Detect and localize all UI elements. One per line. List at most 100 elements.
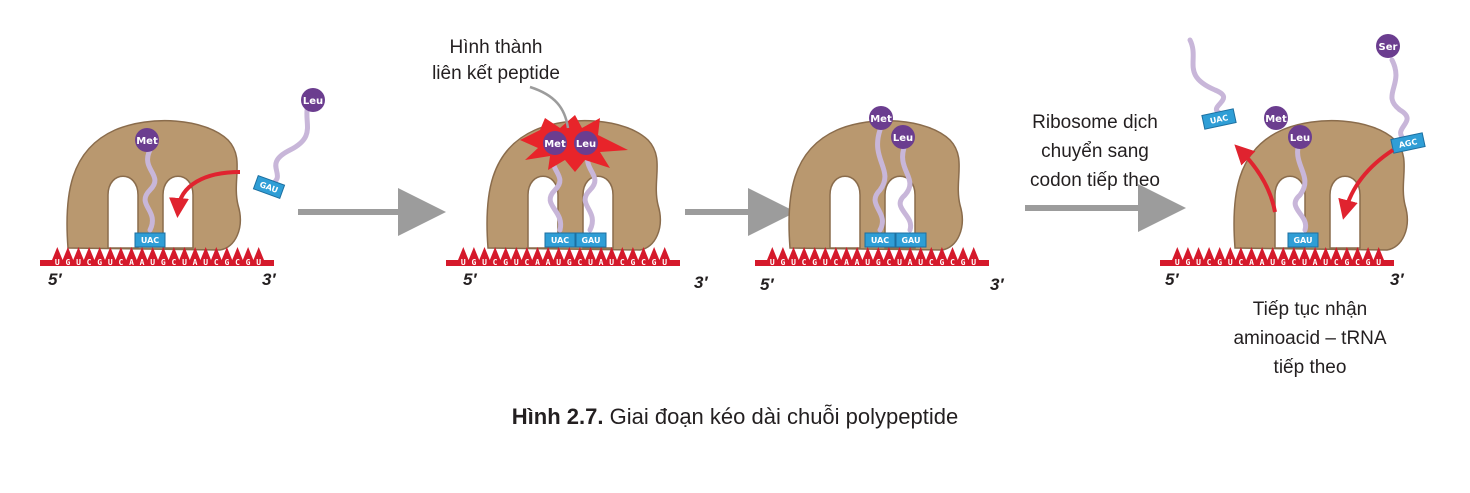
mrna-base-label: U [918, 258, 923, 267]
trna-met [872, 127, 888, 233]
mrna-base-label: G [161, 258, 166, 267]
mrna-base [200, 247, 211, 260]
mrna-base [915, 247, 926, 260]
mrna-base-label: C [524, 258, 529, 267]
ribosome-channel [1274, 175, 1361, 249]
trna-leu [582, 147, 598, 233]
amino-acid-leu [891, 125, 915, 149]
mrna-base-label: C [214, 258, 219, 267]
mrna-base-label: C [493, 258, 498, 267]
mrna-base-label: G [224, 258, 229, 267]
met-label: Met [544, 139, 566, 150]
mrna-base [1373, 247, 1384, 260]
mrna-base-label: A [1313, 258, 1318, 267]
mrna-base [851, 247, 863, 260]
mrna-base [1235, 247, 1247, 260]
mrna-base [511, 247, 522, 260]
mrna-base [873, 247, 884, 260]
next-trna-label-line1: Tiếp tục nhận [1253, 299, 1367, 320]
mrna-base-label: G [876, 258, 881, 267]
anticodon-leu-label: GAU [581, 236, 600, 245]
mrna-base-label: G [812, 258, 817, 267]
leu-label: Leu [303, 96, 323, 107]
mrna-base-label: G [1366, 258, 1371, 267]
mrna-base-label: G [567, 258, 572, 267]
amino-acid-met [869, 106, 893, 130]
mrna-base-label: A [908, 258, 913, 267]
mrna-base [1331, 247, 1342, 260]
mrna-base-label: G [652, 258, 657, 267]
mrna-base [1320, 247, 1331, 260]
mrna-base [211, 247, 222, 260]
trna-leu [1292, 137, 1309, 233]
mrna-base [147, 247, 158, 260]
mrna-base [883, 247, 895, 260]
mrna-base-label: C [87, 258, 92, 267]
mrna-base [947, 247, 958, 260]
mrna-base [553, 247, 564, 260]
entry-arrow [1338, 148, 1395, 220]
mrna-base-label: G [780, 258, 785, 267]
translocation-label-line3: codon tiếp theo [1030, 170, 1160, 191]
mrna-base-label: U [108, 258, 113, 267]
anticodon-met [864, 232, 896, 248]
met-label: Met [136, 136, 158, 147]
amino-acid-met [135, 128, 159, 152]
anticodon-met-label: UAC [551, 236, 569, 245]
mrna-base-label: U [55, 258, 60, 267]
anticodon-leu-label: GAU [901, 236, 920, 245]
mrna-base-label: U [461, 258, 466, 267]
mrna-base-label: G [1281, 258, 1286, 267]
mrna-base-label: U [1270, 258, 1275, 267]
mrna-backbone [1160, 260, 1394, 266]
mrna-base [52, 247, 63, 260]
anticodon-ser-incoming [1390, 132, 1426, 154]
mrna-base-label: U [865, 258, 870, 267]
mrna-base [777, 247, 789, 260]
ser-label: Ser [1379, 42, 1398, 53]
mrna-base-label: U [971, 258, 976, 267]
mrna-base [458, 247, 469, 260]
mrna-base-label: U [823, 258, 828, 267]
mrna-base [221, 247, 233, 260]
mrna-base-label: U [1196, 258, 1201, 267]
mrna-base [1267, 247, 1278, 260]
mrna-base [179, 247, 190, 260]
mrna-base [1352, 247, 1363, 260]
mrna-base [168, 247, 180, 260]
mrna-base-label: C [235, 258, 240, 267]
mrna-backbone [40, 260, 274, 266]
next-trna-label-line2: aminoacid – tRNA [1233, 328, 1386, 349]
mrna-base [1246, 247, 1257, 260]
mrna-backbone [446, 260, 680, 266]
figure-caption: Hình 2.7. Giai đoạn kéo dài chuỗi polype… [0, 404, 1470, 430]
exit-arrow [1234, 144, 1277, 213]
mrna-base [957, 247, 969, 260]
three-prime-label: 3′ [262, 270, 276, 289]
figure-number: Hình 2.7. [511, 404, 604, 429]
mrna-base [968, 247, 979, 260]
next-trna-label-line3: tiếp theo [1274, 357, 1347, 378]
mrna-base [136, 247, 148, 260]
peptide-bond-label-line1: Hình thành [450, 37, 543, 58]
anticodon-leu [1287, 232, 1319, 248]
mrna-base [1172, 247, 1183, 260]
mrna-base [532, 247, 543, 260]
mrna-base [1299, 247, 1310, 260]
peptide-bond-burst [520, 115, 628, 172]
mrna-base-label: U [1302, 258, 1307, 267]
mrna-base-label: C [886, 258, 891, 267]
leu-label: Leu [893, 133, 913, 144]
anticodon-met-label: UAC [871, 236, 889, 245]
mrna-base-label: A [140, 258, 145, 267]
mrna-base [242, 247, 254, 260]
anticodon-met [544, 232, 576, 248]
mrna-base [1341, 247, 1353, 260]
pointer-line [529, 85, 570, 129]
mrna-base-label: C [1238, 258, 1243, 267]
mrna-base-label: A [599, 258, 604, 267]
mrna-base [648, 247, 660, 260]
mrna-base [894, 247, 905, 260]
mrna-base [521, 247, 533, 260]
